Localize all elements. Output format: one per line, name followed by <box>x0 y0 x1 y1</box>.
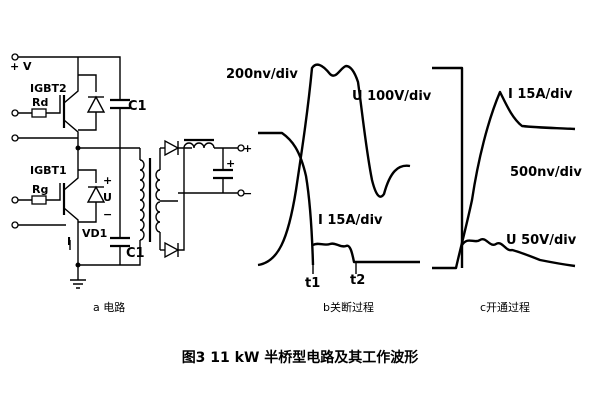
turnon-current-trace <box>432 90 576 270</box>
caption-c: c开通过程 <box>480 301 530 314</box>
vd1-diode-icon <box>86 185 106 203</box>
figure-title: 图3 11 kW 半桥型电路及其工作波形 <box>182 349 419 366</box>
output-capacitor-icon <box>213 168 233 180</box>
output-cap-plus-label: + <box>226 157 235 170</box>
rd-resistor <box>31 108 47 118</box>
igbt2-freewheel-diode-icon <box>86 95 106 113</box>
igbt1-leads <box>63 168 79 265</box>
c1-top-label: C1 <box>128 99 147 114</box>
igbt2-label: IGBT2 <box>30 82 67 95</box>
gate-terminal-bottom <box>11 196 19 204</box>
caption-a: a 电路 <box>93 301 125 314</box>
emitter-terminal-top <box>11 134 19 142</box>
rd-label: Rd <box>32 96 48 109</box>
output-minus-label: − <box>243 187 252 200</box>
ground-icon <box>70 279 86 289</box>
gate-terminal-top <box>11 109 19 117</box>
turnon-voltage-scale: 500nv/div <box>510 165 582 180</box>
half-bridge-circuit: + V IGBT2 Rd C1 IGBT1 Rg VD1 I + U − C1 … <box>10 53 252 289</box>
u-plus-label: + <box>103 174 112 187</box>
output-terminal-plus <box>237 144 245 152</box>
turnoff-current-trace <box>258 131 315 266</box>
current-label: I <box>67 235 71 248</box>
turnon-waveforms: I 15A/div 500nv/div U 50V/div <box>432 66 582 270</box>
turnoff-u-scale: U 100V/div <box>352 89 432 104</box>
positive-rail <box>18 56 121 100</box>
emitter-terminal-bottom <box>11 221 19 229</box>
supply-label: + V <box>10 60 32 73</box>
vd1-wire <box>78 169 97 223</box>
rg-resistor <box>31 195 47 205</box>
igbt2-diode-wire <box>78 74 97 131</box>
rectifier-diode-top-icon <box>164 139 180 157</box>
capacitor-bottom-icon <box>110 236 130 248</box>
negative-rail <box>78 250 141 266</box>
vd1-label: VD1 <box>82 227 107 240</box>
turnon-u-scale: U 50V/div <box>506 233 577 248</box>
output-terminal-minus <box>237 189 245 197</box>
igbt1-gate-wire <box>18 183 61 201</box>
u-label: U <box>103 191 112 204</box>
turnon-i-scale: I 15A/div <box>508 87 573 102</box>
t2-label: t2 <box>350 273 365 288</box>
u-minus-label: − <box>103 208 112 221</box>
igbt2-leads <box>63 75 79 148</box>
turnoff-voltage-trace <box>257 63 411 267</box>
transformer-primary-icon <box>139 159 145 241</box>
turnoff-waveforms: 200nv/div U 100V/div I 15A/div t1 t2 <box>226 63 432 291</box>
turnon-voltage-trace <box>432 66 464 268</box>
turnon-ringing-trace <box>461 238 576 268</box>
transformer-secondary-icon <box>155 169 161 233</box>
igbt2-gate-wire <box>18 95 61 114</box>
output-inductor-icon <box>183 142 215 149</box>
igbt1-label: IGBT1 <box>30 164 67 177</box>
c1-bottom-label: C1 <box>126 246 145 261</box>
turnoff-i-scale: I 15A/div <box>318 213 383 228</box>
capacitor-top-icon <box>110 98 130 110</box>
caption-b: b关断过程 <box>323 300 374 314</box>
turnoff-voltage-scale: 200nv/div <box>226 67 298 82</box>
rectifier-diode-bottom-icon <box>164 241 180 259</box>
rg-label: Rg <box>32 183 48 196</box>
t1-label: t1 <box>305 276 320 291</box>
output-plus-label: + <box>243 142 252 155</box>
turnoff-tail-trace <box>312 242 420 264</box>
